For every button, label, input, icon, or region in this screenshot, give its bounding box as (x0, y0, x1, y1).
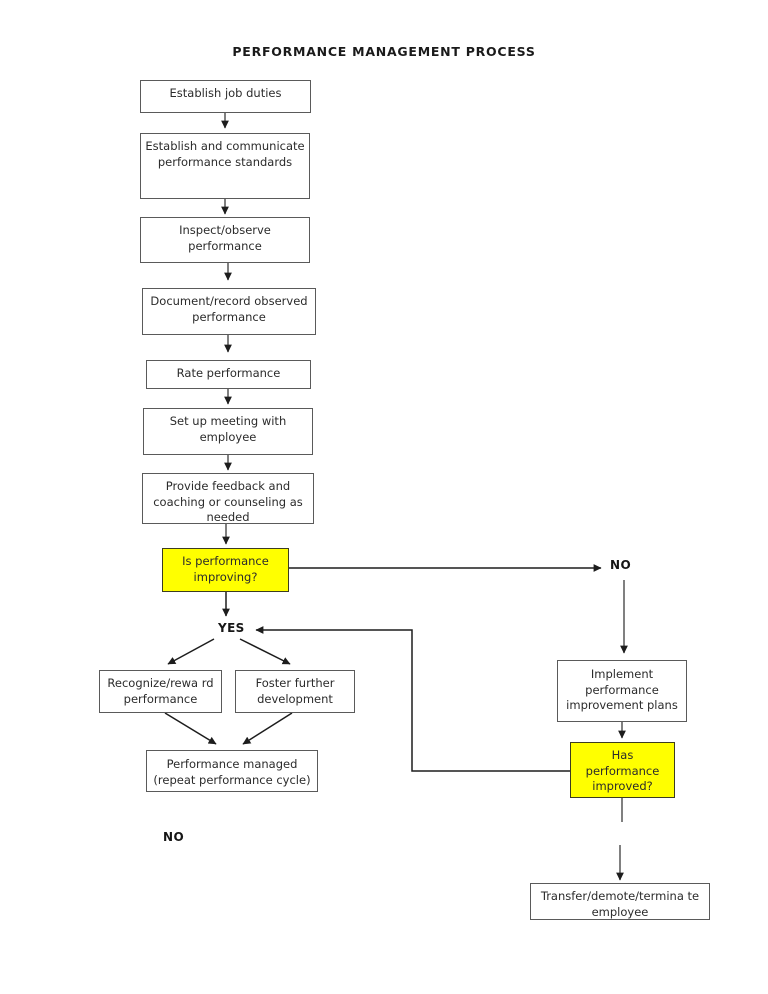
node-is-performance-improving[interactable]: Is performance improving? (162, 548, 289, 592)
edge-yes-to-foster (239, 638, 291, 665)
node-transfer-demote-terminate[interactable]: Transfer/demote/termina te employee (530, 883, 710, 920)
edge-foster-to-managed (242, 712, 293, 745)
node-document-record-performance[interactable]: Document/record observed performance (142, 288, 316, 335)
node-inspect-observe-performance[interactable]: Inspect/observe performance (140, 217, 310, 263)
node-implement-improvement-plans[interactable]: Implement performance improvement plans (557, 660, 687, 722)
page-title: PERFORMANCE MANAGEMENT PROCESS (232, 44, 536, 59)
node-foster-further-development[interactable]: Foster further development (235, 670, 355, 713)
node-rate-performance[interactable]: Rate performance (146, 360, 311, 389)
edge-recognize-to-managed (164, 712, 217, 745)
node-recognize-reward-performance[interactable]: Recognize/rewa rd performance (99, 670, 222, 713)
node-establish-job-duties[interactable]: Establish job duties (140, 80, 311, 113)
node-has-performance-improved[interactable]: Has performance improved? (570, 742, 675, 798)
edge-yes-to-recognize (167, 638, 215, 665)
edge-label-no-right: NO (610, 558, 632, 572)
edge-label-yes: YES (218, 621, 245, 635)
node-provide-feedback-coaching[interactable]: Provide feedback and coaching or counsel… (142, 473, 314, 524)
node-performance-managed[interactable]: Performance managed (repeat performance … (146, 750, 318, 792)
node-set-up-meeting[interactable]: Set up meeting with employee (143, 408, 313, 455)
edge-label-no-bottom: NO (163, 830, 185, 844)
node-establish-communicate-standards[interactable]: Establish and communicate performance st… (140, 133, 310, 199)
